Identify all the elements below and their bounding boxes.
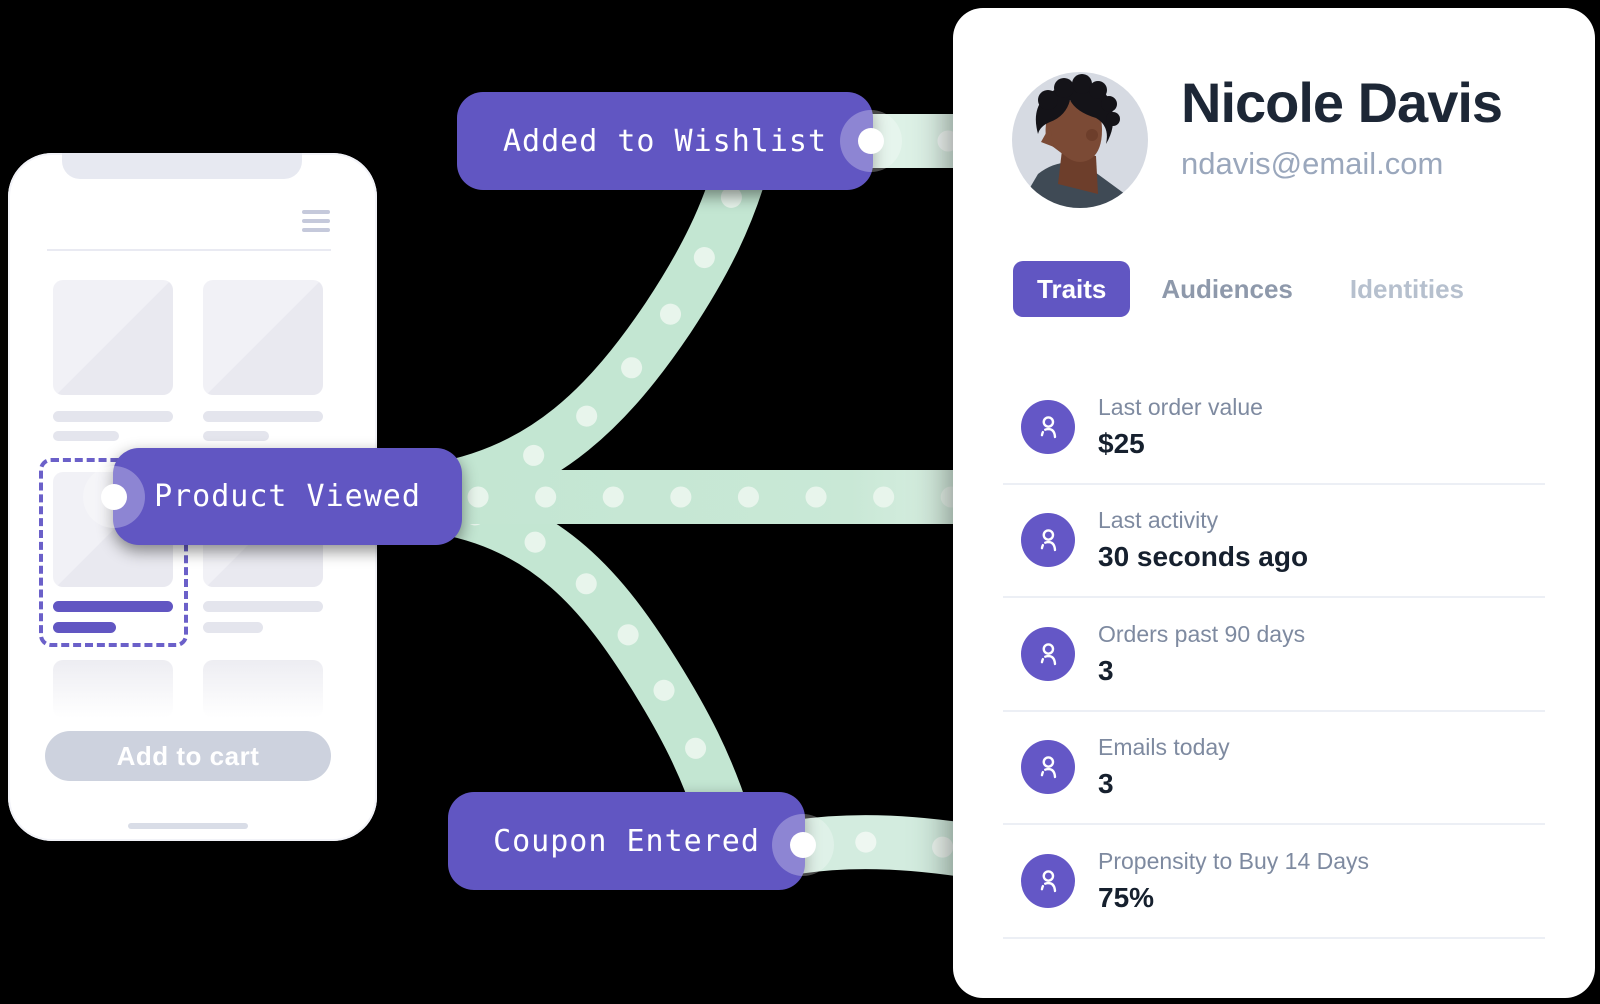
product-text-line (53, 431, 119, 441)
tab-audiences[interactable]: Audiences (1161, 273, 1293, 304)
product-text-line (53, 411, 173, 422)
trait-value: 30 seconds ago (1098, 541, 1309, 573)
user-trait-icon (1021, 740, 1075, 795)
trait-row: Orders past 90 days 3 (1003, 598, 1545, 712)
product-image-faded (53, 660, 173, 718)
selected-product-text-line (53, 601, 173, 612)
traits-list: Last order value $25 Last activity 30 se… (1003, 371, 1545, 939)
profile-name: Nicole Davis (1181, 71, 1503, 134)
trait-row: Propensity to Buy 14 Days 75% (1003, 825, 1545, 939)
connector-dot (101, 484, 127, 510)
add-to-cart-button[interactable]: Add to cart (45, 731, 331, 781)
user-trait-icon (1021, 626, 1075, 681)
selected-product-outline (39, 458, 188, 647)
event-node-product-viewed[interactable]: Product Viewed (113, 448, 462, 545)
trait-value: $25 (1098, 427, 1145, 459)
trait-label: Orders past 90 days (1098, 620, 1306, 647)
event-node-added-to-wishlist[interactable]: Added to Wishlist (457, 92, 873, 190)
profile-email: ndavis@email.com (1181, 146, 1444, 181)
connector-dot (790, 832, 816, 858)
trait-label: Last activity (1098, 507, 1219, 534)
tab-traits[interactable]: Traits (1013, 261, 1131, 317)
product-text-line (203, 411, 323, 422)
trait-value: 3 (1098, 768, 1114, 800)
home-indicator (128, 823, 248, 829)
product-text-line (203, 431, 269, 441)
connector-dot (858, 128, 884, 154)
product-text-line (203, 601, 323, 612)
header-divider (47, 249, 331, 251)
product-image (203, 280, 323, 395)
user-trait-icon (1021, 399, 1075, 454)
product-image (53, 280, 173, 395)
hamburger-menu-icon[interactable] (302, 210, 330, 232)
user-trait-icon (1021, 513, 1075, 568)
user-trait-icon (1021, 853, 1075, 908)
trait-row: Last order value $25 (1003, 371, 1545, 485)
avatar (1012, 72, 1148, 208)
profile-card: Nicole Davis ndavis@email.com Traits Aud… (953, 8, 1595, 998)
trait-label: Propensity to Buy 14 Days (1098, 847, 1370, 874)
trait-value: 75% (1098, 881, 1155, 913)
product-image-faded (203, 660, 323, 718)
trait-row: Last activity 30 seconds ago (1003, 485, 1545, 598)
trait-row: Emails today 3 (1003, 712, 1545, 825)
selected-product-text-line (53, 622, 116, 633)
trait-label: Emails today (1098, 734, 1230, 761)
profile-tabs: Traits Audiences Identities (1013, 261, 1464, 317)
phone-notch (62, 153, 302, 179)
trait-label: Last order value (1098, 393, 1263, 420)
tab-identities[interactable]: Identities (1349, 273, 1465, 304)
event-node-coupon-entered[interactable]: Coupon Entered (448, 792, 805, 890)
trait-value: 3 (1098, 654, 1114, 686)
product-text-line (203, 622, 263, 633)
